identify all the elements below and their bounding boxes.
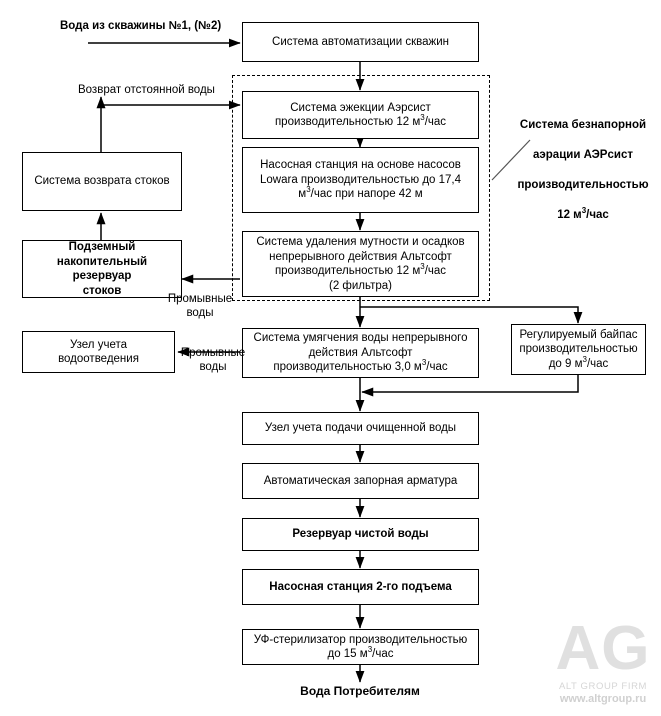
arrow-bypass-to-main <box>361 375 579 397</box>
label-well-water: Вода из скважины №1, (№2) <box>60 20 222 32</box>
group-label-line-2: аэрации АЭРсист <box>533 149 633 161</box>
box-effluent-return[interactable]: Система возврата стоков <box>22 152 182 211</box>
arrow-branch-to-bypass <box>360 306 583 324</box>
box-shutoff-valves[interactable]: Автоматическая запорная арматура <box>242 463 479 499</box>
group-label-leader-line <box>491 139 531 181</box>
box-clean-water-meter[interactable]: Узел учета подачи очищенной воды <box>242 412 479 445</box>
box-pump-station-2[interactable]: Насосная станция 2-го подъема <box>242 569 479 605</box>
label-settled-water-return: Возврат отстоянной воды <box>78 84 215 96</box>
box-clean-water-reservoir[interactable]: Резервуар чистой воды <box>242 518 479 551</box>
group-label-line-1: Система безнапорной <box>519 119 647 131</box>
group-label-line-3: производительностью <box>517 179 649 191</box>
box-automation[interactable]: Система автоматизации скважин <box>242 22 479 62</box>
group-label-line-4: 12 м3/час <box>557 206 609 221</box>
label-output-water: Вода Потребителям <box>300 684 420 698</box>
group-label-aeration: Система безнапорной аэрации АЭРсист прои… <box>512 103 654 238</box>
aeration-group-region <box>232 75 490 301</box>
